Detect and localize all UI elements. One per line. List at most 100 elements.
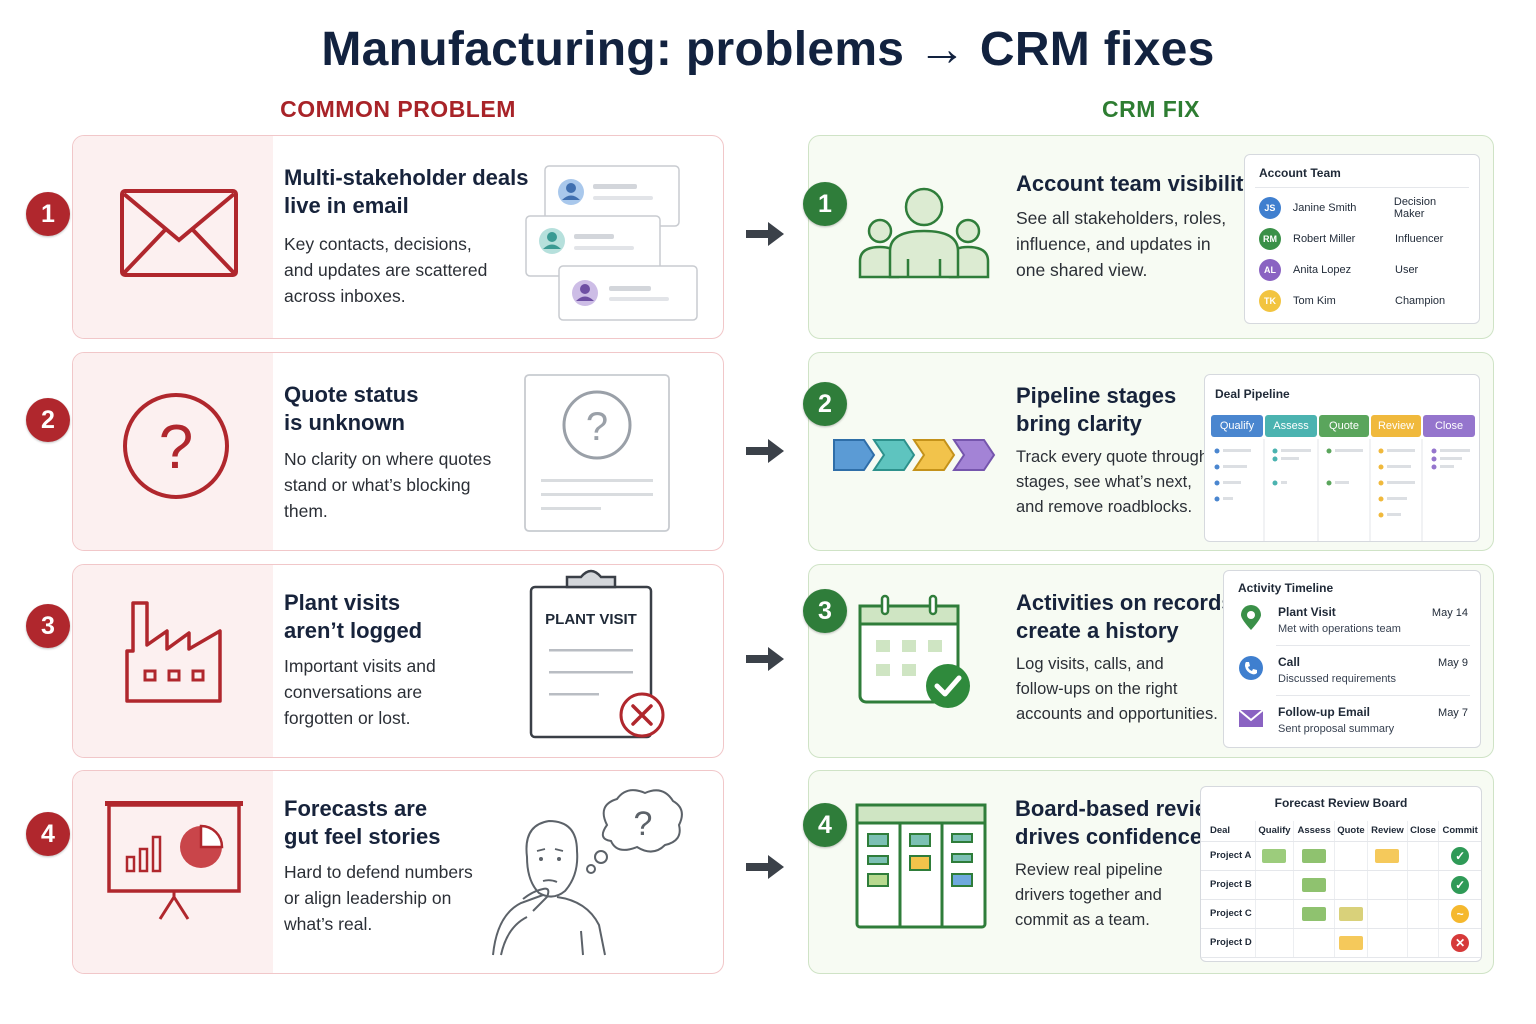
clipboard-label: PLANT VISIT	[545, 611, 637, 628]
stage-marker	[1262, 848, 1287, 863]
avatar: RM	[1259, 228, 1281, 250]
deal-name: Project C	[1201, 899, 1255, 929]
fix-number-badge: 2	[803, 382, 847, 426]
account-team-title: Account Team	[1259, 166, 1341, 180]
deal-name: Project B	[1201, 870, 1255, 900]
account-team-panel: Account Team JS Janine Smith Decision Make…	[1244, 154, 1480, 324]
fix-title: Account team visibility	[1016, 171, 1256, 196]
member-role: Decision Maker	[1393, 196, 1437, 220]
fix-description: See all stakeholders, roles,influence, a…	[1016, 208, 1227, 280]
table-row[interactable]: Project C ~	[1201, 899, 1481, 929]
member-role: Champion	[1395, 295, 1446, 307]
clipboard-illustration	[529, 569, 665, 739]
team-icon	[858, 187, 990, 279]
pipeline-stage-quote[interactable]: Quote	[1319, 415, 1369, 437]
mail-icon	[1238, 709, 1264, 727]
fix-number-badge: 1	[803, 182, 847, 226]
member-name: Robert Miller	[1293, 233, 1356, 245]
kanban-board-icon	[855, 803, 987, 929]
arrow-right-icon	[746, 222, 784, 246]
deal-pipeline-title: Deal Pipeline	[1215, 387, 1290, 401]
team-member-row[interactable]: JS Janine Smith Decision Maker	[1259, 195, 1469, 221]
pipeline-stage-close[interactable]: Close	[1423, 415, 1475, 437]
email-cards-illustration	[525, 165, 698, 321]
unknown-document-illustration: ?	[524, 374, 670, 532]
problem-description: Key contacts, decisions,and updates are …	[284, 234, 488, 306]
pipeline-chevrons-icon	[833, 439, 996, 471]
problem-number-badge: 3	[26, 604, 70, 648]
activity-timeline-panel: Activity Timeline Plant Visit Met with o…	[1223, 570, 1481, 748]
avatar: TK	[1259, 290, 1281, 312]
member-role: Influencer	[1395, 233, 1444, 245]
envelope-icon	[120, 189, 238, 277]
problem-column-header: COMMON PROBLEM	[280, 96, 516, 122]
problem-number-badge: 4	[26, 812, 70, 856]
table-row[interactable]: Project D✕	[1201, 928, 1481, 958]
arrow-right-icon	[746, 647, 784, 671]
deal-pipeline-panel: Deal Pipeline Qualify Assess Quote Revie…	[1204, 374, 1480, 542]
problem-number-badge: 2	[26, 398, 70, 442]
fix-number-badge: 4	[803, 803, 847, 847]
problem-number-badge: 1	[26, 192, 70, 236]
avatar: JS	[1259, 197, 1281, 219]
activity-item[interactable]: Follow-up Email Sent proposal summary Ma…	[1236, 703, 1470, 747]
stage-marker	[1338, 935, 1363, 950]
team-member-row[interactable]: TK Tom Kim Champion	[1259, 288, 1469, 314]
fix-number-badge: 3	[803, 589, 847, 633]
svg-text:?: ?	[159, 413, 193, 482]
team-member-row[interactable]: RM Robert Miller Influencer	[1259, 226, 1469, 252]
deal-name: Project D	[1201, 928, 1255, 958]
forecast-board-title: Forecast Review Board	[1274, 796, 1408, 810]
page-title: Manufacturing: problems → CRM fixes	[321, 23, 1215, 76]
avatar: AL	[1259, 259, 1281, 281]
pending-icon: ~	[1451, 904, 1470, 923]
factory-icon	[125, 601, 222, 703]
check-icon: ✓	[1451, 875, 1470, 894]
arrow-right-icon	[746, 855, 784, 879]
pipeline-stage-qualify[interactable]: Qualify	[1211, 415, 1263, 437]
member-role: User	[1395, 264, 1419, 276]
activity-item[interactable]: Plant Visit Met with operations team May…	[1236, 603, 1470, 647]
stage-marker	[1302, 877, 1327, 892]
stage-marker	[1302, 906, 1327, 921]
svg-text:?: ?	[586, 405, 608, 449]
activity-timeline-title: Activity Timeline	[1238, 581, 1334, 595]
thinking-person-illustration: ?	[492, 789, 683, 956]
check-icon: ✓	[1451, 846, 1470, 865]
pipeline-stage-assess[interactable]: Assess	[1265, 415, 1317, 437]
member-name: Tom Kim	[1293, 295, 1336, 307]
stage-marker	[1375, 848, 1400, 863]
pipeline-columns	[1214, 439, 1470, 541]
phone-icon	[1239, 656, 1263, 680]
pipeline-stage-review[interactable]: Review	[1371, 415, 1421, 437]
stage-marker	[1338, 906, 1363, 921]
activity-item[interactable]: Call Discussed requirements May 9	[1236, 653, 1470, 697]
presentation-chart-icon	[105, 801, 243, 920]
table-row[interactable]: Project B ✓	[1201, 870, 1481, 900]
calendar-check-icon	[858, 594, 970, 708]
location-pin-icon	[1241, 605, 1261, 630]
deal-name: Project A	[1201, 841, 1255, 871]
table-row[interactable]: Project A ✓	[1201, 841, 1481, 871]
stage-marker	[1302, 848, 1327, 863]
question-mark-icon: ?	[123, 393, 229, 499]
member-name: Janine Smith	[1292, 202, 1357, 214]
